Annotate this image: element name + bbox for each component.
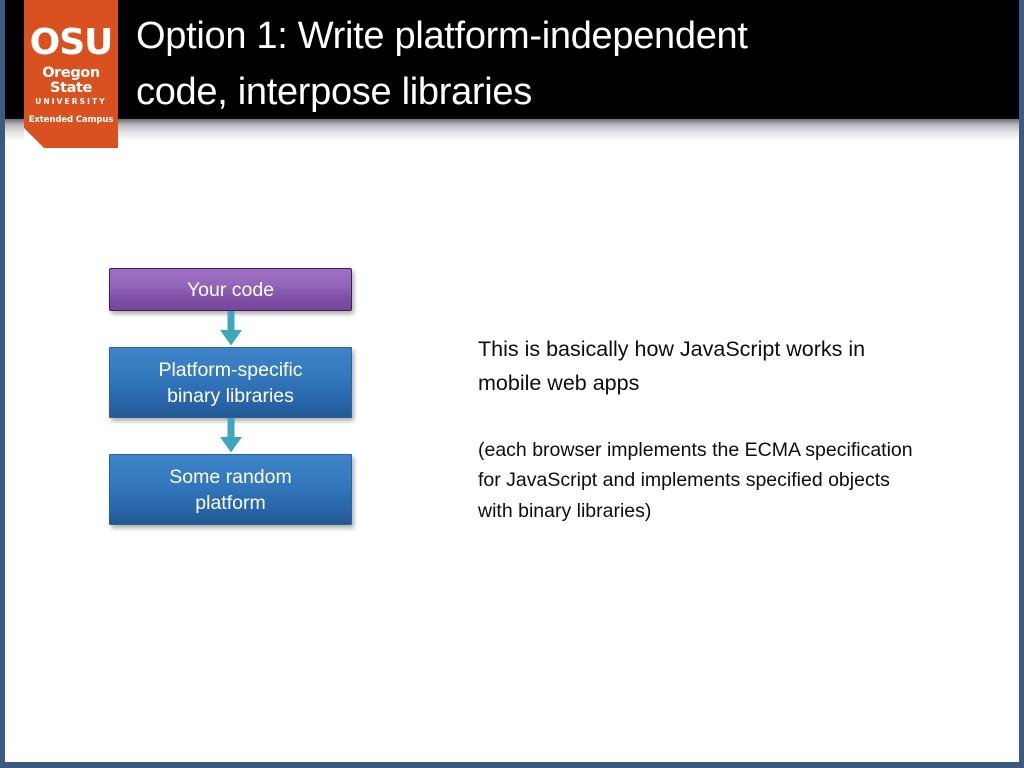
title-band [0, 0, 1024, 119]
flow-node-label: Platform-specific binary libraries [158, 358, 303, 407]
osu-logo-acronym: OSU [29, 22, 114, 63]
flow-arrow-1 [109, 311, 352, 347]
title-band-hairline [0, 117, 1024, 119]
osu-logo-university: UNIVERSITY [35, 97, 107, 106]
osu-logo-notch [24, 128, 44, 148]
osu-logo-name: Oregon State [42, 65, 100, 96]
body-paragraph-1: This is basically how JavaScript works i… [478, 336, 866, 396]
slide-frame-bottom [0, 762, 1024, 768]
osu-logo: OSU Oregon State UNIVERSITY Extended Cam… [24, 0, 118, 148]
flow-node-some-random-platform: Some random platform [109, 454, 352, 525]
arrow-down-icon [219, 311, 242, 346]
osu-logo-text: OSU Oregon State UNIVERSITY Extended Cam… [24, 0, 118, 126]
flow-diagram: Your code Platform-specific binary libra… [109, 268, 352, 525]
body-text-block: This is basically how JavaScript works i… [478, 297, 926, 561]
title-band-fade [0, 119, 1024, 141]
flow-node-label: Your code [186, 278, 275, 301]
flow-node-platform-specific-binary-libraries: Platform-specific binary libraries [109, 347, 352, 418]
body-paragraph-2: (each browser implements the ECMA specif… [478, 438, 913, 522]
slide-frame-right [1019, 0, 1024, 768]
flow-node-your-code: Your code [109, 268, 352, 311]
page-title: Option 1: Write platform-independent cod… [136, 15, 748, 113]
flow-node-label: Some random platform [169, 465, 292, 514]
flow-arrow-2 [109, 418, 352, 454]
slide-frame-left [0, 0, 5, 768]
arrow-down-icon [219, 418, 242, 453]
osu-logo-unit: Extended Campus [28, 115, 114, 125]
